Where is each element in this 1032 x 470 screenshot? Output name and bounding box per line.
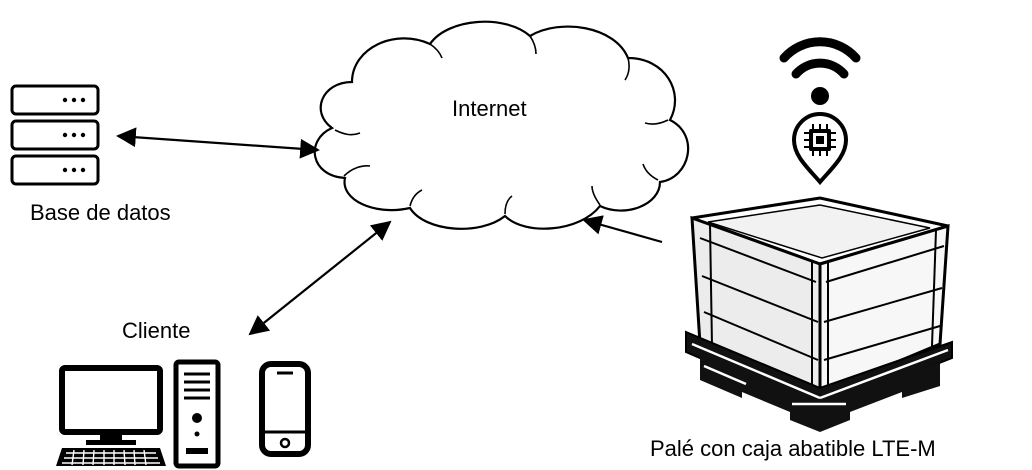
pallet-label: Palé con caja abatible LTE-M [650,436,936,461]
wifi-signal-icon [779,37,861,105]
cloud-icon [313,20,690,230]
database-server-icon [10,84,100,186]
client-label: Cliente [122,318,191,343]
keyboard-icon [56,448,166,466]
location-chip-icon [791,112,849,186]
pallet-crate-icon [685,196,953,432]
arrow-pallet-internet [582,215,663,244]
arrow-client-internet [248,220,392,336]
arrow-database-internet [116,127,320,159]
smartphone-icon [259,361,311,457]
database-label: Base de datos [30,200,171,225]
internet-label: Internet [452,96,527,121]
computer-tower-icon [173,359,221,469]
desktop-monitor-icon [59,365,163,445]
